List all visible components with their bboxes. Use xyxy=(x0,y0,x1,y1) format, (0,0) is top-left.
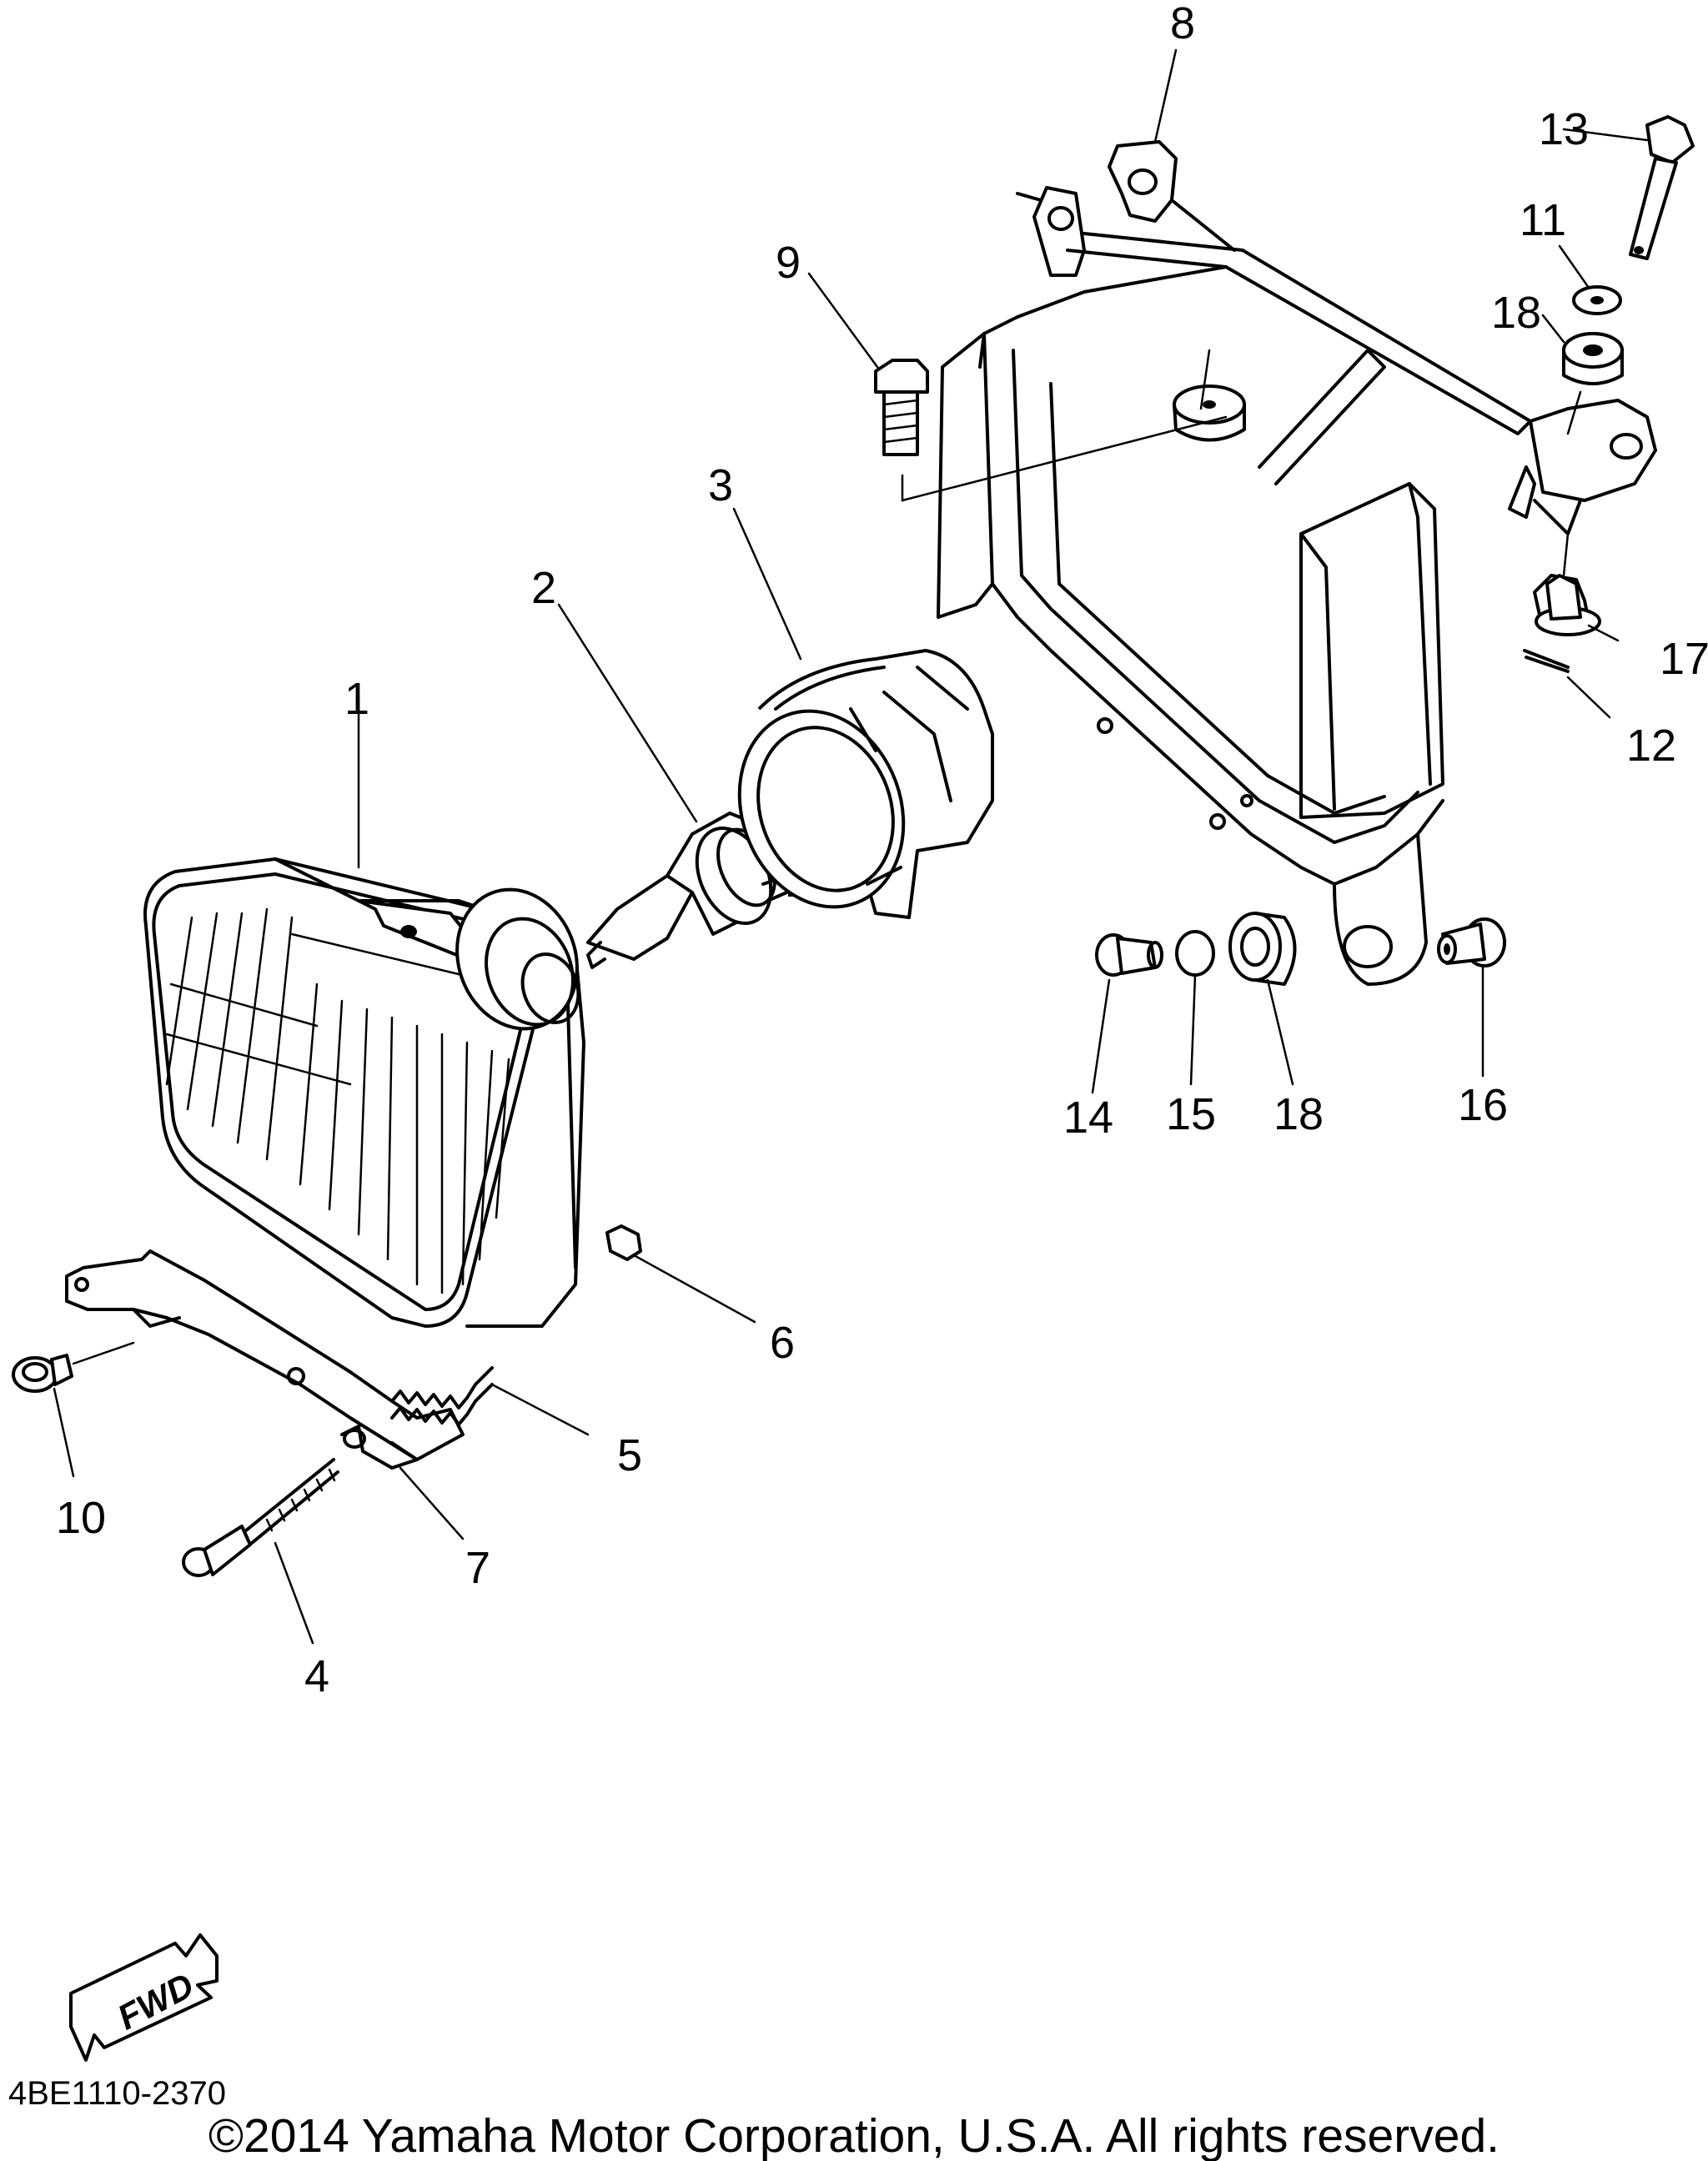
part-label-9: 9 xyxy=(776,238,801,288)
part-number-labels: 1 2 3 4 5 6 7 8 9 10 11 12 13 14 15 16 1… xyxy=(56,0,1708,1701)
cotter-pin-12 xyxy=(1523,649,1570,673)
part-label-6: 6 xyxy=(770,1318,795,1368)
part-label-4: 4 xyxy=(304,1651,329,1701)
adjuster-bracket-7 xyxy=(65,1249,465,1470)
part-label-1: 1 xyxy=(344,674,369,724)
part-label-12: 12 xyxy=(1626,721,1676,771)
forward-direction-arrow: FWD xyxy=(69,1933,219,2062)
bolt-9 xyxy=(874,349,1228,502)
grommet-18-upper xyxy=(1562,332,1624,435)
leader-lines xyxy=(53,48,1649,1645)
part-label-2: 2 xyxy=(531,563,556,613)
part-label-8: 8 xyxy=(1170,0,1195,48)
part-label-7: 7 xyxy=(465,1543,490,1593)
part-label-18: 18 xyxy=(1491,288,1541,338)
washer-11 xyxy=(1572,285,1622,315)
headlight-unit xyxy=(143,857,585,1328)
part-label-16: 16 xyxy=(1458,1080,1508,1130)
part-label-13: 13 xyxy=(1539,104,1589,154)
grommet-18-lower xyxy=(1228,912,1297,986)
washer-15 xyxy=(1175,930,1215,977)
part-label-14: 14 xyxy=(1063,1093,1113,1143)
copyright-notice: ©2014 Yamaha Motor Corporation, U.S.A. A… xyxy=(208,2109,1500,2161)
nut-6 xyxy=(605,1224,642,1261)
collar-17 xyxy=(1533,532,1601,636)
part-label-3: 3 xyxy=(708,460,733,510)
headlight-socket-cover xyxy=(737,649,994,919)
headlight-stay-bracket xyxy=(937,140,1657,986)
part-label-5: 5 xyxy=(617,1430,642,1480)
spring-5 xyxy=(390,1366,494,1426)
part-label-10: 10 xyxy=(56,1493,106,1543)
part-label-17: 17 xyxy=(1660,634,1708,684)
part-label-15: 15 xyxy=(1166,1089,1216,1139)
adjusting-screw-4 xyxy=(182,1458,339,1577)
bolt-10 xyxy=(12,1341,135,1393)
bolt-13 xyxy=(1629,115,1695,260)
collar-16 xyxy=(1437,917,1506,967)
part-label-11: 11 xyxy=(1520,195,1566,245)
part-label-18b: 18 xyxy=(1273,1089,1324,1139)
bolt-14 xyxy=(1095,933,1163,977)
diagram-code: 4BE1110-2370 xyxy=(8,2075,226,2112)
